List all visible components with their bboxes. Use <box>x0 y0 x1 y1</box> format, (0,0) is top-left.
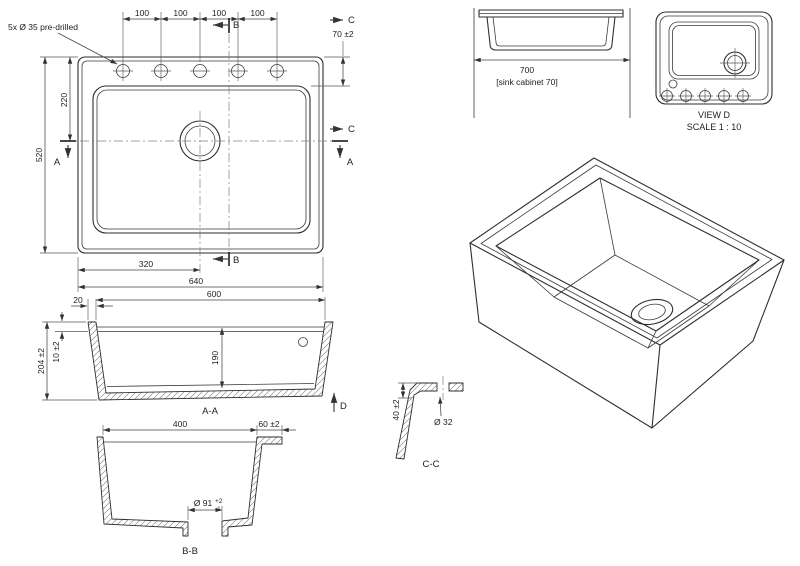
dim-pitch1: 100 <box>135 8 149 18</box>
front-bowl-outline <box>486 16 616 51</box>
aa-extension-lines <box>42 297 326 401</box>
marker-c-side: C <box>348 124 355 135</box>
cabinet-side-lines <box>473 8 631 118</box>
iso-drain <box>630 298 674 326</box>
viewd-bowl-bottom <box>668 21 760 80</box>
predrill-crosses <box>659 88 751 104</box>
bb-cut-material-left <box>96 436 189 537</box>
dim-drain-tol-plus: +2 <box>215 498 223 505</box>
bowl-outline <box>92 85 311 234</box>
iso-rim-edge <box>480 164 773 339</box>
dim-hole-dia: Ø 32 <box>434 417 453 427</box>
viewd-small-hole <box>668 79 678 89</box>
dim-inner-width: 600 <box>207 289 221 299</box>
viewd-outline <box>655 11 773 105</box>
viewd-predrill-marks <box>659 88 751 104</box>
marker-b-top: B <box>233 20 239 31</box>
predrilled-callout: 5x Ø 35 pre-drilled <box>8 22 78 32</box>
aa-cut-material <box>87 321 334 401</box>
view-d: VIEW D SCALE 1 : 10 <box>655 11 773 132</box>
dim-deck-height: 40 ±2 <box>391 399 401 420</box>
iso-drain-inner <box>638 303 666 321</box>
dim-deck: 70 ±2 <box>332 29 353 39</box>
dim-deck-width: 60 ±2 <box>258 419 279 429</box>
view-d-marker: D <box>340 401 347 412</box>
plan-dimensions: 100 100 100 100 5x Ø 35 pre-drilled 70 ±… <box>8 8 354 292</box>
iso-rim-outer <box>469 157 785 346</box>
bowl-inner-line <box>96 89 307 230</box>
plan-view: 100 100 100 100 5x Ø 35 pre-drilled 70 ±… <box>8 8 355 292</box>
section-markers: A A B B C C <box>54 15 355 266</box>
dim-drain-dia: Ø 91 <box>194 498 213 508</box>
dim-drain-from-left: 320 <box>139 259 153 269</box>
front-bowl-inner-line <box>492 16 610 47</box>
bb-cut-material-right <box>221 436 283 537</box>
faucet-holes <box>113 64 287 78</box>
iso-bowl-wall-edges <box>495 177 760 349</box>
cc-hole-leader <box>438 396 443 417</box>
iso-outer-body-edges <box>469 242 785 429</box>
dim-drain-tol-minus: -1 <box>215 506 221 513</box>
front-view: 700 [sink cabinet 70] <box>473 8 631 118</box>
viewd-scale: SCALE 1 : 10 <box>687 122 742 132</box>
section-bb: 400 60 ±2 Ø 91 +2 -1 B-B <box>96 419 296 557</box>
marker-c-top: C <box>348 15 355 26</box>
marker-a-right: A <box>347 157 354 168</box>
dim-overall-height: 204 ±2 <box>36 348 46 374</box>
bb-dimensions: 400 60 ±2 Ø 91 +2 -1 <box>102 419 296 520</box>
dim-pitch2: 100 <box>173 8 187 18</box>
marker-b-bottom: B <box>233 255 239 266</box>
viewd-label: VIEW D <box>698 110 731 120</box>
section-cc: 40 ±2 Ø 32 C-C <box>391 376 464 470</box>
viewd-drain-cross <box>720 48 750 78</box>
isometric-view <box>469 157 785 429</box>
viewd-rim-line <box>659 15 769 101</box>
aa-far-wall-lines <box>97 326 324 387</box>
cc-cut-material-left <box>395 382 438 460</box>
section-aa-label: A-A <box>202 406 219 417</box>
marker-a-left: A <box>54 157 61 168</box>
section-cc-label: C-C <box>423 459 440 470</box>
dim-pitch3: 100 <box>212 8 226 18</box>
sink-rim-inner-line <box>81 60 320 250</box>
cc-dimensions: 40 ±2 Ø 32 <box>391 382 453 427</box>
iso-bowl-opening <box>495 177 760 332</box>
iso-drain-outer <box>630 298 674 326</box>
left-dim-extensions <box>40 56 78 254</box>
aa-dimensions: 20 600 204 ±2 10 ±2 190 <box>36 289 326 401</box>
dim-rim-height: 10 ±2 <box>51 341 61 362</box>
viewd-bowl-bottom-inner <box>672 25 756 76</box>
cabinet-note: [sink cabinet 70] <box>496 77 557 87</box>
cc-cut-material-right <box>448 382 464 392</box>
section-bb-label: B-B <box>182 546 198 557</box>
hole-extension-lines <box>122 12 278 81</box>
aa-overflow-hole <box>298 337 308 347</box>
dim-height: 520 <box>34 148 44 162</box>
deck-dim-extensions <box>311 41 350 87</box>
dim-rim-width: 20 <box>73 295 83 305</box>
sink-outline <box>77 56 324 254</box>
dim-pitch4: 100 <box>250 8 264 18</box>
callout-leader <box>57 32 118 65</box>
dim-cabinet-width: 700 <box>520 65 534 75</box>
dim-bowl-depth: 190 <box>210 351 220 365</box>
centerlines <box>63 34 340 273</box>
dim-bowl-width: 400 <box>173 419 187 429</box>
iso-bowl-bottom <box>553 254 710 349</box>
dim-width: 640 <box>189 276 203 286</box>
dim-drain-from-top: 220 <box>59 93 69 107</box>
section-aa: 20 600 204 ±2 10 ±2 190 A-A D <box>36 289 347 417</box>
